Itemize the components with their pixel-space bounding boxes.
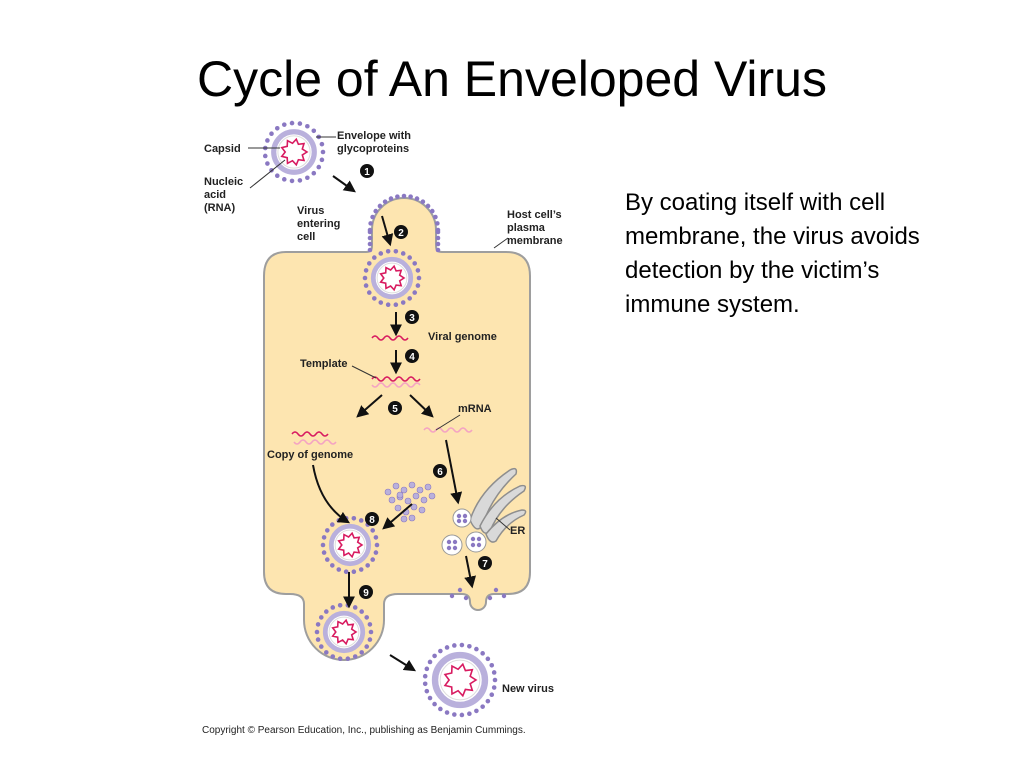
template-strand — [371, 376, 421, 382]
copy-of-genome-label: Copy of genome — [267, 449, 353, 461]
host-membrane-label-line3: membrane — [507, 235, 563, 247]
pathway-arrows — [312, 175, 477, 672]
svg-text:2: 2 — [398, 228, 404, 239]
svg-text:9: 9 — [363, 588, 369, 599]
svg-text:6: 6 — [437, 467, 443, 478]
template-label: Template — [300, 358, 347, 370]
genome-copy-strand-pale — [293, 439, 337, 445]
svg-text:3: 3 — [409, 313, 415, 324]
nucleic-acid-label-line2: acid — [204, 189, 226, 201]
nucleic-acid-label-line3: (RNA) — [204, 202, 235, 214]
vesicle-1 — [452, 508, 472, 528]
envelope-label-line1: Envelope with — [337, 130, 411, 142]
genome-copy-strand — [291, 431, 329, 437]
virion-1 — [262, 120, 326, 184]
svg-text:4: 4 — [409, 352, 415, 363]
step-9-badge: 9 — [359, 585, 373, 599]
svg-text:1: 1 — [364, 167, 370, 178]
description-text: By coating itself with cell membrane, th… — [625, 189, 920, 318]
step-5-badge: 5 — [388, 401, 402, 415]
step-3-badge: 3 — [405, 310, 419, 324]
nucleic-acid-label-line1: Nucleic — [204, 176, 243, 188]
step-1-badge: 1 — [360, 164, 374, 178]
host-membrane-label-line1: Host cell’s — [507, 209, 562, 221]
svg-text:8: 8 — [369, 515, 375, 526]
step-7-badge: 7 — [478, 556, 492, 570]
capsid-label: Capsid — [204, 143, 241, 155]
mrna-strand — [423, 427, 473, 433]
step-8-badge: 8 — [365, 512, 379, 526]
er-label: ER — [510, 525, 525, 537]
new-virus-label: New virus — [502, 683, 554, 695]
envelope-label-line2: glycoproteins — [337, 143, 409, 155]
virion-new — [422, 642, 498, 718]
virus-entering-label-line2: entering — [297, 218, 340, 230]
step-6-badge: 6 — [433, 464, 447, 478]
viral-genome-strand — [371, 335, 409, 341]
virion-entering — [367, 193, 441, 253]
label-leaders — [248, 136, 511, 531]
host-membrane-label-line2: plasma — [507, 222, 546, 234]
vesicle-2 — [441, 534, 463, 556]
viral-genome-label: Viral genome — [428, 331, 497, 343]
svg-text:7: 7 — [482, 559, 488, 570]
vesicle-3 — [465, 531, 487, 553]
virus-entering-label-line1: Virus — [297, 205, 324, 217]
svg-text:5: 5 — [392, 404, 398, 415]
virion-3 — [362, 248, 422, 308]
virion-budding — [314, 602, 374, 662]
slide-title: Cycle of An Enveloped Virus — [196, 51, 827, 107]
capsid-proteins — [384, 481, 436, 523]
copyright-notice: Copyright © Pearson Education, Inc., pub… — [202, 725, 526, 736]
virus-entering-label-line3: cell — [297, 231, 315, 243]
endoplasmic-reticulum — [469, 467, 527, 543]
step-badges: 1 2 3 4 5 6 7 8 9 — [359, 164, 492, 599]
exocytosis-dots — [449, 587, 507, 601]
template-copy-strand — [371, 382, 421, 388]
step-2-badge: 2 — [394, 225, 408, 239]
mrna-label: mRNA — [458, 403, 492, 415]
step-4-badge: 4 — [405, 349, 419, 363]
